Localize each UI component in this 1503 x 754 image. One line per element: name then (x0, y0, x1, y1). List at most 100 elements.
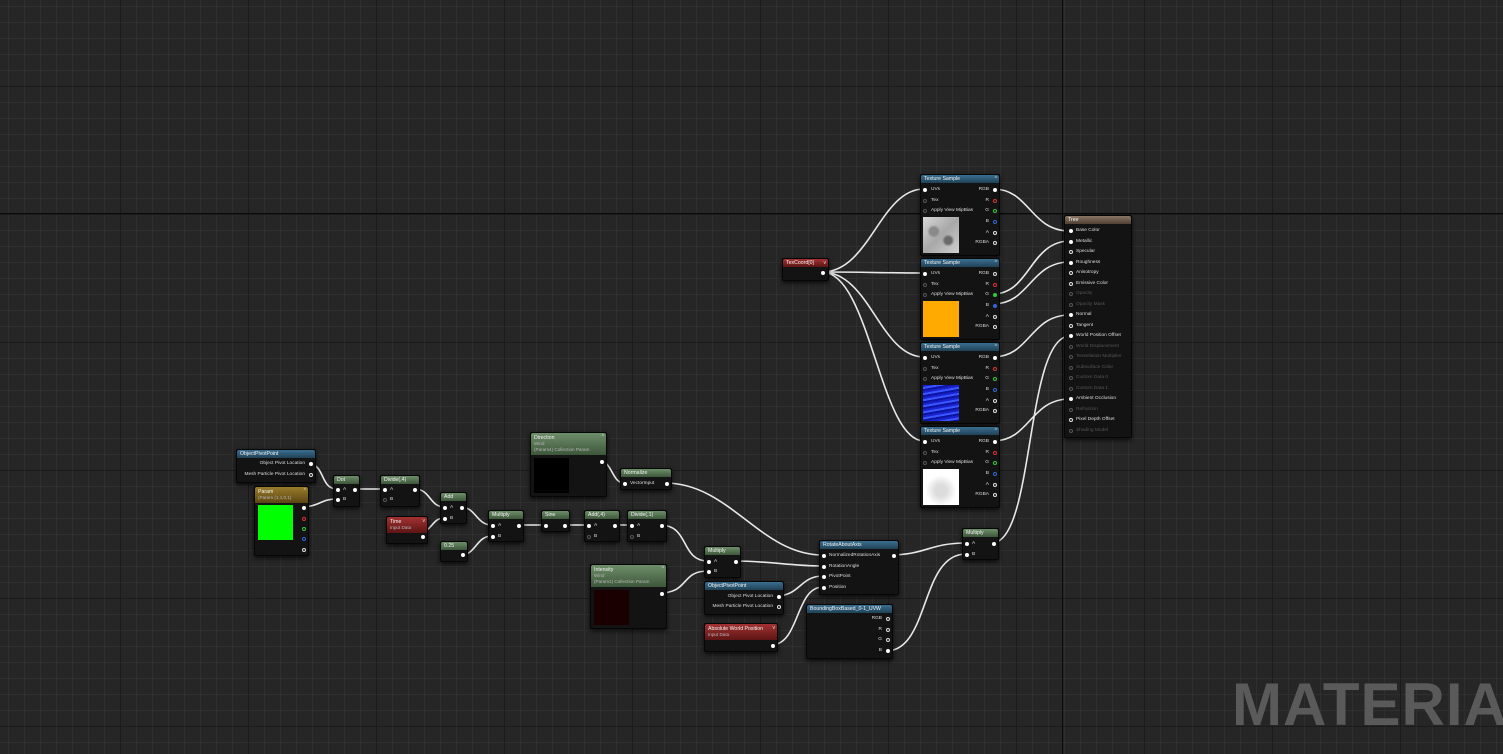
input-pin[interactable] (1069, 250, 1073, 254)
input-pin[interactable] (443, 517, 447, 521)
rotate-about-axis-node[interactable]: RotateAboutAxis NormalizedRotationAxis R… (819, 540, 899, 595)
output-pin[interactable] (993, 377, 997, 381)
collapse-arrow-icon[interactable]: ^ (303, 488, 306, 494)
input-pin[interactable] (443, 506, 447, 510)
input-pin[interactable] (1069, 313, 1073, 317)
input-pin[interactable] (544, 524, 548, 528)
input-pin[interactable] (336, 498, 340, 502)
output-pin[interactable] (993, 325, 997, 329)
output-pin[interactable] (353, 488, 357, 492)
input-pin[interactable] (822, 554, 826, 558)
dot-node[interactable]: Dot A B (333, 475, 360, 507)
output-pin[interactable] (413, 488, 417, 492)
sine-node[interactable]: Sine (541, 510, 570, 532)
input-pin[interactable] (923, 188, 927, 192)
divide-node[interactable]: Divide(,1) A B (627, 510, 667, 542)
collapse-arrow-icon[interactable]: v (422, 518, 426, 524)
collapse-arrow-icon[interactable]: ^ (994, 428, 997, 434)
input-pin[interactable] (630, 524, 634, 528)
output-pin[interactable] (993, 483, 997, 487)
add-node[interactable]: Add A B (440, 492, 467, 524)
texcoord-node[interactable]: TexCoord[0] v (782, 258, 829, 281)
input-pin[interactable] (923, 272, 927, 276)
input-pin[interactable] (1069, 428, 1073, 433)
output-pin[interactable] (993, 283, 997, 287)
output-pin[interactable] (777, 595, 781, 599)
collapse-arrow-icon[interactable]: ^ (661, 566, 664, 572)
collapse-arrow-icon[interactable]: ^ (994, 176, 997, 182)
output-pin[interactable] (461, 553, 465, 557)
input-pin[interactable] (1069, 260, 1073, 265)
output-pin[interactable] (886, 649, 890, 653)
input-pin[interactable] (1069, 281, 1073, 286)
input-pin[interactable] (707, 560, 711, 564)
input-pin[interactable] (923, 283, 927, 287)
output-pin[interactable] (613, 524, 617, 528)
output-pin[interactable] (777, 605, 781, 609)
collapse-arrow-icon[interactable]: ^ (994, 344, 997, 350)
input-pin[interactable] (822, 575, 826, 579)
output-pin[interactable] (993, 209, 997, 213)
output-pin[interactable] (665, 482, 669, 486)
input-pin[interactable] (1069, 418, 1073, 422)
output-pin[interactable] (886, 638, 890, 642)
time-node[interactable]: Time Input Data v (386, 516, 428, 544)
output-pin[interactable] (993, 399, 997, 403)
input-pin[interactable] (923, 199, 927, 203)
input-pin[interactable] (923, 293, 927, 297)
output-pin[interactable] (993, 356, 997, 360)
output-pin[interactable] (734, 560, 738, 564)
input-pin[interactable] (1069, 239, 1073, 244)
output-pin[interactable] (660, 524, 664, 528)
output-pin[interactable] (771, 644, 775, 648)
output-pin[interactable] (993, 367, 997, 371)
texture-sample-node[interactable]: Texture Sample ^ UVs Tex Apply View MipB… (920, 426, 1000, 508)
input-pin[interactable] (923, 461, 927, 465)
output-pin[interactable] (993, 241, 997, 245)
input-pin[interactable] (491, 524, 495, 528)
output-pin[interactable] (302, 527, 306, 531)
output-pin[interactable] (993, 315, 997, 319)
input-pin[interactable] (923, 209, 927, 213)
input-pin[interactable] (587, 524, 591, 528)
output-pin[interactable] (993, 440, 997, 444)
output-pin[interactable] (517, 524, 521, 528)
collapse-arrow-icon[interactable]: ^ (601, 434, 604, 440)
input-pin[interactable] (630, 535, 634, 539)
output-pin[interactable] (309, 462, 313, 466)
input-pin[interactable] (965, 553, 969, 557)
input-pin[interactable] (923, 356, 927, 360)
output-pin[interactable] (309, 473, 313, 477)
output-pin[interactable] (993, 451, 997, 455)
input-pin[interactable] (1069, 376, 1073, 380)
multiply-node[interactable]: Multiply A B (962, 528, 999, 560)
output-pin[interactable] (421, 535, 425, 539)
output-pin[interactable] (993, 304, 997, 308)
input-pin[interactable] (383, 498, 387, 502)
multiply-node[interactable]: Multiply A B (704, 546, 741, 578)
output-pin[interactable] (993, 272, 997, 276)
input-pin[interactable] (1069, 292, 1073, 296)
object-pivot-point-node[interactable]: ObjectPivotPoint Object Pivot Location M… (236, 449, 316, 483)
texture-sample-node[interactable]: Texture Sample ^ UVs Tex Apply View MipB… (920, 174, 1000, 256)
input-pin[interactable] (923, 440, 927, 444)
input-pin[interactable] (923, 367, 927, 371)
intensity-collection-param-node[interactable]: Intensity Wind (Param1) Collection Param… (590, 564, 667, 629)
direction-collection-param-node[interactable]: Direction Wind (Param4) Collection Param… (530, 432, 607, 497)
collapse-arrow-icon[interactable]: ^ (994, 260, 997, 266)
output-pin[interactable] (993, 388, 997, 392)
collapse-arrow-icon[interactable]: v (823, 260, 827, 266)
output-pin[interactable] (993, 461, 997, 465)
input-pin[interactable] (491, 535, 495, 539)
output-pin[interactable] (660, 592, 664, 596)
input-pin[interactable] (1069, 344, 1073, 349)
input-pin[interactable] (923, 451, 927, 455)
divide-node[interactable]: Divide(,4) A B (380, 475, 420, 507)
input-pin[interactable] (822, 565, 826, 569)
input-pin[interactable] (383, 488, 387, 492)
input-pin[interactable] (1069, 302, 1073, 307)
output-pin[interactable] (993, 293, 997, 297)
input-pin[interactable] (1069, 334, 1073, 338)
output-pin[interactable] (993, 472, 997, 476)
output-pin[interactable] (886, 628, 890, 632)
